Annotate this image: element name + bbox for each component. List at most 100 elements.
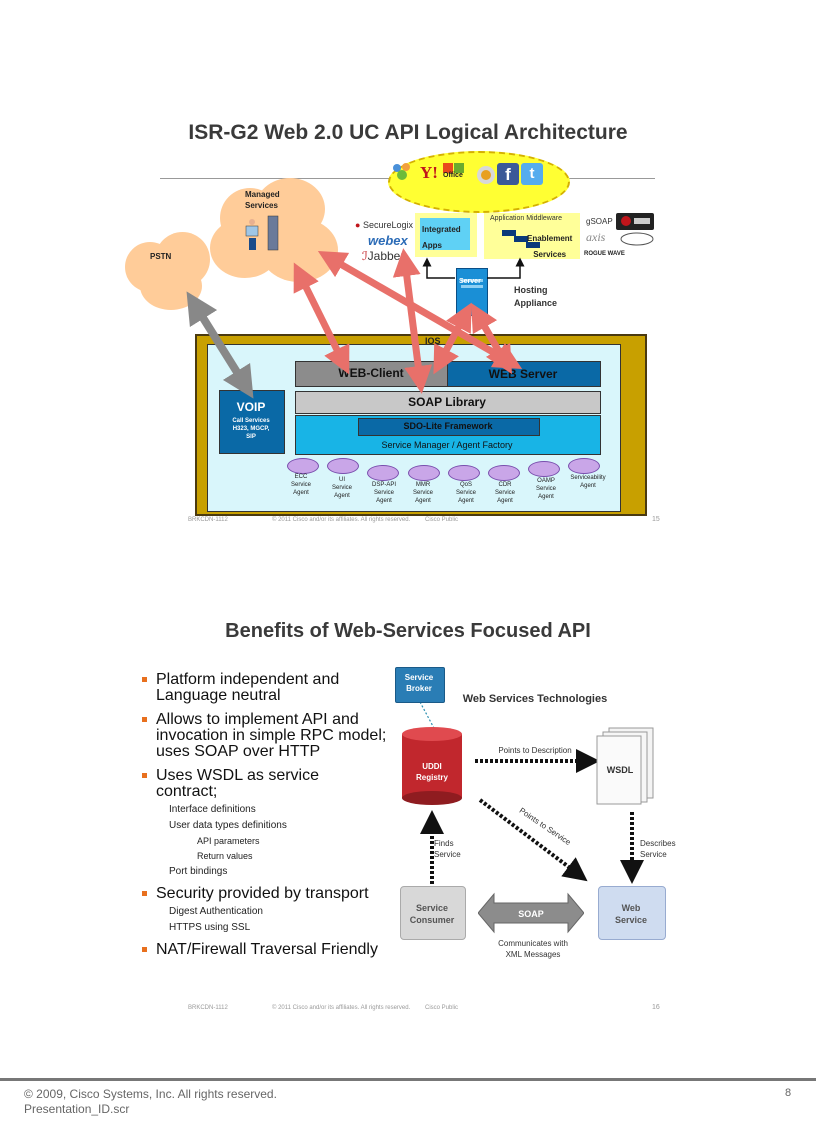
sub-bullet-item: HTTPS using SSL [169, 922, 251, 933]
communicates-label: Communicates with XML Messages [498, 939, 568, 959]
ws-diagram-lines [419, 701, 644, 884]
gsoap-label: gSOAP [586, 217, 613, 226]
web-service-box [598, 886, 666, 940]
people-logo-icon [392, 163, 414, 181]
bullet-item: Allows to implement API and invocation i… [142, 712, 391, 760]
page-footer-number: 8 [785, 1087, 792, 1099]
slide1-title: ISR-G2 Web 2.0 UC API Logical Architectu… [188, 121, 628, 144]
enablement-services-label: Enablement Services [527, 234, 573, 259]
slide2-footer-public: Cisco Public [425, 1005, 459, 1011]
sub-bullet-item: User data types definitions [169, 820, 287, 831]
arrow-server-webserver-2 [471, 302, 512, 375]
ws-diagram: Service Broker Web Services Technologies… [390, 662, 680, 972]
agent-label-mmr: MMR Service Agent [412, 482, 433, 504]
facebook-logo-icon: f [497, 163, 519, 185]
soap-label: SOAP [518, 909, 544, 919]
arrow-server-webserver [433, 302, 472, 375]
servers-icon [238, 214, 288, 254]
office-label: Office [443, 172, 463, 179]
slide-benefits: Benefits of Web-Services Focused API [0, 560, 816, 1040]
agent-ellipse [528, 461, 560, 477]
arrow-apps-webclient [392, 248, 433, 394]
soap-library-label: SOAP Library [408, 395, 486, 409]
voip-subtitle: Call Services H323, MGCP, SIP [232, 418, 270, 440]
agent-ellipse [287, 458, 319, 474]
integrated-apps-label: Integrated Apps [422, 225, 461, 250]
points-to-service-arrow [478, 798, 588, 882]
bullet-item: Uses WSDL as service contract; [142, 768, 356, 800]
points-to-description-label: Points to Description [498, 746, 572, 755]
integrated-apps-inner [420, 218, 470, 250]
agent-label-dsp: DSP-API Service Agent [371, 482, 396, 504]
slide2-footer-copyright: © 2011 Cisco and/or its affiliates. All … [272, 1005, 411, 1011]
slide1-footer-public: Cisco Public [425, 517, 459, 523]
sub-bullet-item: Port bindings [169, 866, 228, 877]
agent-ellipse [327, 458, 359, 474]
sub-sub-bullet-item: API parameters [197, 836, 260, 846]
middleware-servers-icon [500, 226, 544, 252]
securelogix-label: SecureLogix [362, 220, 413, 230]
architecture-arrows [186, 248, 525, 399]
service-broker-label: Service Broker [404, 673, 434, 693]
page-footer-copyright: © 2009, Cisco Systems, Inc. All rights r… [24, 1087, 277, 1101]
service-broker-box [395, 667, 445, 703]
twitter-logo-icon: t [521, 163, 543, 185]
service-manager-label: Service Manager / Agent Factory [381, 440, 513, 450]
web-client-label: WEB-Client [338, 366, 404, 380]
pstn-cloud [125, 232, 213, 310]
agent-ellipse [367, 465, 399, 481]
php-logo-icon [620, 232, 654, 246]
axis-logo-icon: axis [586, 230, 606, 244]
page-footer-divider [0, 1078, 816, 1081]
agent-ellipse [568, 458, 600, 474]
web-service-label: Web Service [614, 903, 648, 925]
agent-ellipse [408, 465, 440, 481]
agent-label-cdr: CDR Service Agent [494, 482, 515, 504]
voip-box [219, 390, 285, 454]
wsdl-label: WSDL [606, 765, 634, 775]
middleware-label: Application Middleware [490, 215, 562, 222]
arrow-cloud-webclient [293, 262, 350, 375]
uddi-label: UDDI Registry [415, 762, 448, 782]
wsdl-docs [595, 726, 665, 806]
agent-ellipse [488, 465, 520, 481]
agent-label-ecc: ECC Service Agent [290, 474, 311, 496]
hosting-appliance-label: Hosting Appliance [514, 285, 558, 308]
page-footer-presentation-id: Presentation_ID.scr [24, 1102, 130, 1116]
connector-server-middleware [487, 257, 525, 279]
slide-architecture: ISR-G2 Web 2.0 UC API Logical Architectu… [0, 0, 816, 560]
agent-label-ui: UI Service Agent [331, 477, 352, 499]
webex-logo-icon: webex [368, 233, 408, 248]
roguewave-logo-icon: ROGUE WAVE [584, 251, 625, 257]
securelogix-logo-icon: ● SecureLogix [355, 220, 413, 230]
slide1-footer-code: BRKCDN-1112 [188, 517, 228, 523]
service-consumer-label: Service Consumer [409, 903, 455, 925]
slide2-footer-code: BRKCDN-1112 [188, 1005, 228, 1011]
yahoo-logo-icon: Y! [420, 163, 438, 182]
slide2-page-number: 16 [652, 1004, 660, 1011]
sub-sub-bullet-item: Return values [197, 851, 253, 861]
sdo-lite-label: SDO-Lite Framework [403, 421, 493, 431]
sub-bullet-item: Interface definitions [169, 804, 256, 815]
managed-services-label: Managed Services [245, 190, 280, 210]
pstn-label: PSTN [150, 252, 172, 261]
agent-ellipse [448, 465, 480, 481]
uddi-cylinder [400, 726, 464, 806]
agent-label-serviceability: Serviceability Agent [570, 475, 606, 489]
slide1-page-number: 15 [652, 516, 660, 523]
bullet-item: Security provided by transport [142, 886, 392, 902]
arrow-pstn-voip [186, 291, 254, 399]
agent-label-oamp: OAMP Service Agent [535, 478, 556, 500]
finds-service-label: Finds Service [434, 839, 461, 859]
office-logo-icon [441, 161, 467, 185]
sub-bullet-item: Digest Authentication [169, 906, 263, 917]
slide1-footer-copyright: © 2011 Cisco and/or its affiliates. All … [272, 517, 411, 523]
soundcloud-logo-icon [476, 165, 496, 185]
jboss-logo-icon [616, 213, 654, 230]
describes-service-label: Describes Service [640, 839, 676, 859]
connector-server-apps [422, 257, 455, 279]
sdo-lite-box [358, 418, 540, 436]
ws-diagram-title: Web Services Technologies [462, 693, 608, 705]
broker-dotted-line [419, 701, 436, 731]
agent-label-qos: QoS Service Agent [455, 482, 476, 504]
